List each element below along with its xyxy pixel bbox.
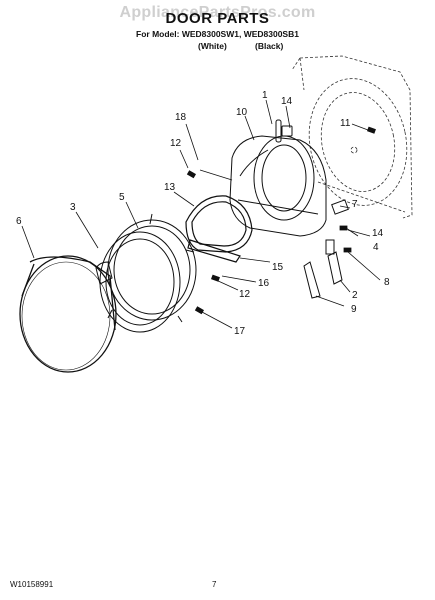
callout-9: 9 bbox=[351, 304, 357, 315]
callout-numbers: 1 2 3 4 5 6 7 8 9 10 11 12 12 13 14 14 1… bbox=[16, 90, 390, 337]
window-gasket bbox=[185, 195, 253, 263]
document-number: W10158991 bbox=[10, 580, 54, 589]
callout-3: 3 bbox=[70, 202, 76, 213]
hinge-parts bbox=[303, 199, 349, 299]
callout-6: 6 bbox=[16, 216, 22, 227]
callout-18: 18 bbox=[175, 112, 187, 123]
callout-8: 8 bbox=[384, 277, 390, 288]
callout-2: 2 bbox=[352, 290, 358, 301]
callout-17: 17 bbox=[234, 326, 246, 337]
door-ring bbox=[107, 213, 197, 323]
model-line: For Model: WED8300SW1, WED8300SB1 bbox=[136, 29, 299, 39]
callout-14b: 14 bbox=[372, 228, 384, 239]
callout-12b: 12 bbox=[239, 289, 251, 300]
cabinet-front bbox=[291, 55, 413, 219]
callout-11: 11 bbox=[340, 118, 351, 129]
outer-door bbox=[19, 255, 117, 373]
callout-13: 13 bbox=[164, 182, 176, 193]
watermark: AppliancePartsPros.com bbox=[119, 4, 316, 21]
callout-1: 1 bbox=[262, 90, 268, 101]
callout-10: 10 bbox=[236, 107, 248, 118]
callout-12a: 12 bbox=[170, 138, 182, 149]
screws bbox=[186, 126, 376, 315]
callout-4: 4 bbox=[373, 242, 379, 253]
leader-lines bbox=[21, 99, 381, 329]
callout-5: 5 bbox=[119, 192, 125, 203]
callout-14a: 14 bbox=[281, 96, 293, 107]
callout-7: 7 bbox=[352, 199, 358, 210]
callout-16: 16 bbox=[258, 278, 270, 289]
callout-15: 15 bbox=[272, 262, 284, 273]
color-black-label: (Black) bbox=[255, 41, 284, 51]
page-title: DOOR PARTS bbox=[165, 10, 270, 27]
color-white-label: (White) bbox=[198, 41, 227, 51]
page-number: 7 bbox=[212, 580, 217, 589]
